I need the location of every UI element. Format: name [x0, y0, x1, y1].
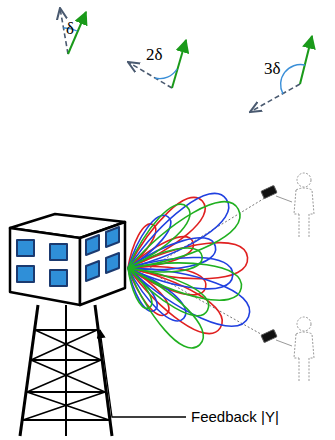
beam-lobe: [117, 257, 211, 355]
phase-label: δ: [66, 20, 74, 37]
feedback-label: Feedback |Y|: [190, 409, 280, 424]
antenna-array: [10, 214, 125, 305]
leader-line: [100, 330, 186, 417]
beam-lobe: [122, 265, 155, 311]
user-figure: [294, 173, 314, 382]
phone: [261, 185, 292, 346]
phase-vector: [128, 40, 186, 88]
beam-lobe: [125, 251, 244, 304]
beam-lobe: [121, 250, 256, 334]
beam-pattern: [117, 185, 256, 356]
phase-label: 2δ: [146, 46, 163, 63]
beam-lobe: [122, 256, 214, 322]
phase-vector: [250, 36, 312, 112]
beam-lobe: [118, 190, 212, 279]
phase-vector: [60, 8, 86, 54]
phase-label: 3δ: [264, 60, 281, 77]
base-station-tower: [20, 305, 112, 436]
